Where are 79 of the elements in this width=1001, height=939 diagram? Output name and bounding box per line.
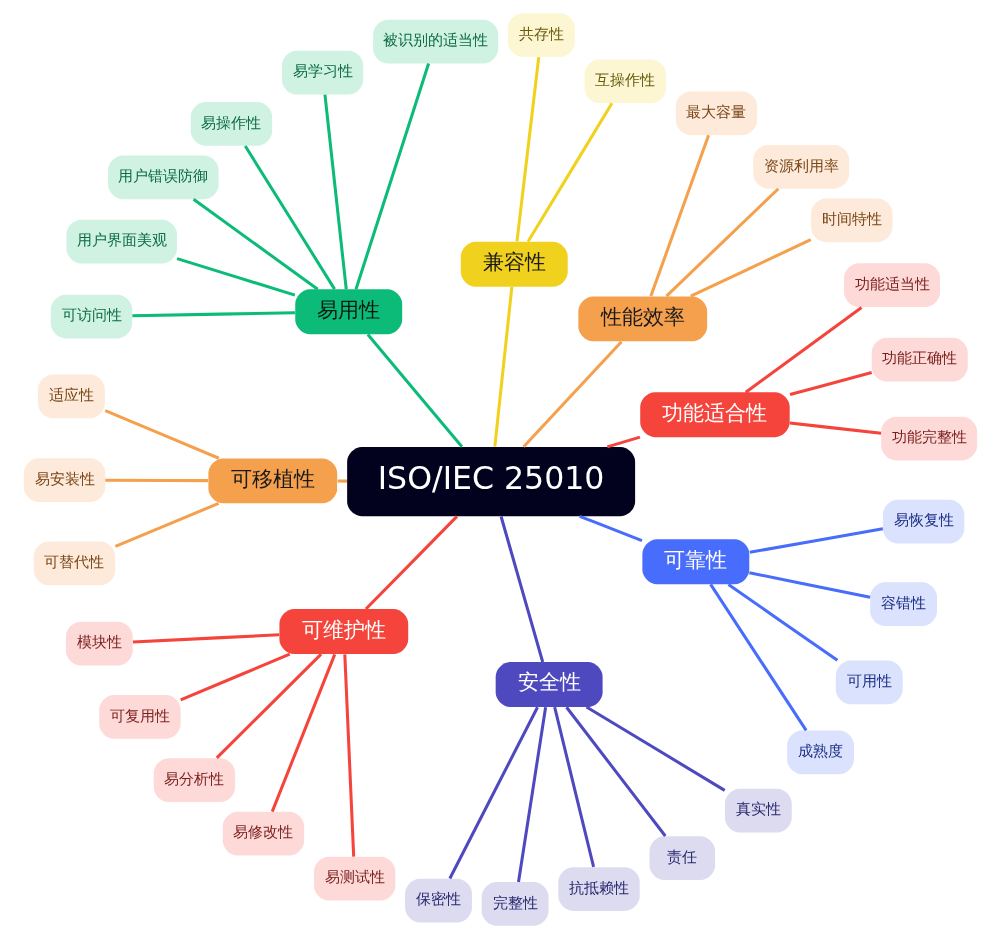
- connector: [104, 409, 220, 460]
- node-box: 功能适合性: [640, 392, 790, 438]
- connector: [176, 257, 296, 297]
- connector: [105, 478, 209, 483]
- node-box: 可靠性: [642, 539, 750, 585]
- connector: [132, 311, 296, 318]
- connector: [192, 198, 319, 291]
- node-box: ISO/IEC 25010: [347, 446, 636, 517]
- connector: [649, 134, 711, 297]
- connector: [585, 705, 726, 792]
- node-box: 保密性: [405, 878, 472, 923]
- connector: [744, 306, 863, 394]
- node-box: 易分析性: [153, 758, 236, 802]
- connector: [180, 652, 291, 702]
- connector: [749, 527, 884, 554]
- node-box: 可维护性: [279, 609, 409, 654]
- node-box: 真实性: [724, 788, 792, 833]
- connector: [522, 340, 623, 448]
- node-box: 易修改性: [222, 811, 305, 856]
- connector: [270, 653, 337, 813]
- connector: [354, 63, 431, 290]
- node-box: 易恢复性: [882, 499, 965, 544]
- node-box: 共存性: [507, 13, 575, 57]
- node-box: 被识别的适当性: [373, 19, 499, 64]
- node-box: 易学习性: [281, 50, 364, 95]
- node-box: 可复用性: [99, 695, 181, 739]
- connector: [448, 706, 539, 880]
- connector: [515, 57, 541, 242]
- node-box: 可访问性: [50, 294, 133, 339]
- node-box: 适应性: [38, 374, 105, 419]
- connector: [114, 502, 220, 548]
- node-box: 功能正确性: [871, 337, 968, 382]
- node-box: 可移植性: [208, 458, 338, 504]
- connector: [665, 187, 780, 298]
- connector: [789, 421, 882, 435]
- connector: [243, 145, 336, 290]
- node-box: 成熟度: [787, 730, 854, 775]
- connector: [337, 479, 348, 483]
- node-box: 抗抵赖性: [558, 867, 640, 911]
- connector: [526, 102, 614, 243]
- connector: [553, 706, 596, 868]
- connector: [690, 238, 812, 298]
- connector: [343, 654, 356, 857]
- connector: [517, 706, 548, 883]
- connector: [749, 571, 871, 599]
- node-box: 责任: [649, 836, 716, 881]
- connector: [727, 583, 839, 662]
- node-box: 模块性: [65, 621, 133, 666]
- node-box: 易测试性: [313, 856, 396, 901]
- node-box: 易安装性: [23, 458, 106, 502]
- node-box: 互操作性: [584, 59, 666, 104]
- node-box: 用户错误防御: [108, 155, 219, 200]
- node-box: 完整性: [481, 882, 549, 926]
- node-box: 兼容性: [460, 241, 568, 287]
- node-box: 资源利用率: [753, 144, 850, 189]
- node-box: 可替代性: [33, 541, 116, 586]
- connector: [579, 514, 643, 543]
- node-box: 时间特性: [811, 198, 893, 243]
- node-box: 功能适当性: [844, 263, 941, 308]
- node-box: 易用性: [295, 289, 403, 335]
- connector: [215, 653, 323, 759]
- node-box: 可用性: [835, 660, 903, 705]
- node-box: 性能效率: [578, 296, 708, 342]
- connector: [323, 94, 348, 290]
- connector: [789, 371, 873, 396]
- connector: [366, 333, 464, 448]
- connector: [132, 633, 280, 644]
- connector: [606, 435, 641, 449]
- connector: [364, 515, 459, 611]
- node-box: 安全性: [495, 662, 603, 707]
- node-box: 易操作性: [190, 102, 273, 146]
- node-box: 用户界面美观: [66, 219, 177, 264]
- node-box: 容错性: [870, 582, 937, 627]
- node-box: 最大容量: [675, 91, 758, 136]
- connector: [709, 583, 808, 732]
- connector: [565, 706, 667, 837]
- connector: [493, 286, 514, 447]
- node-box: 功能完整性: [881, 416, 978, 461]
- connector: [499, 516, 545, 663]
